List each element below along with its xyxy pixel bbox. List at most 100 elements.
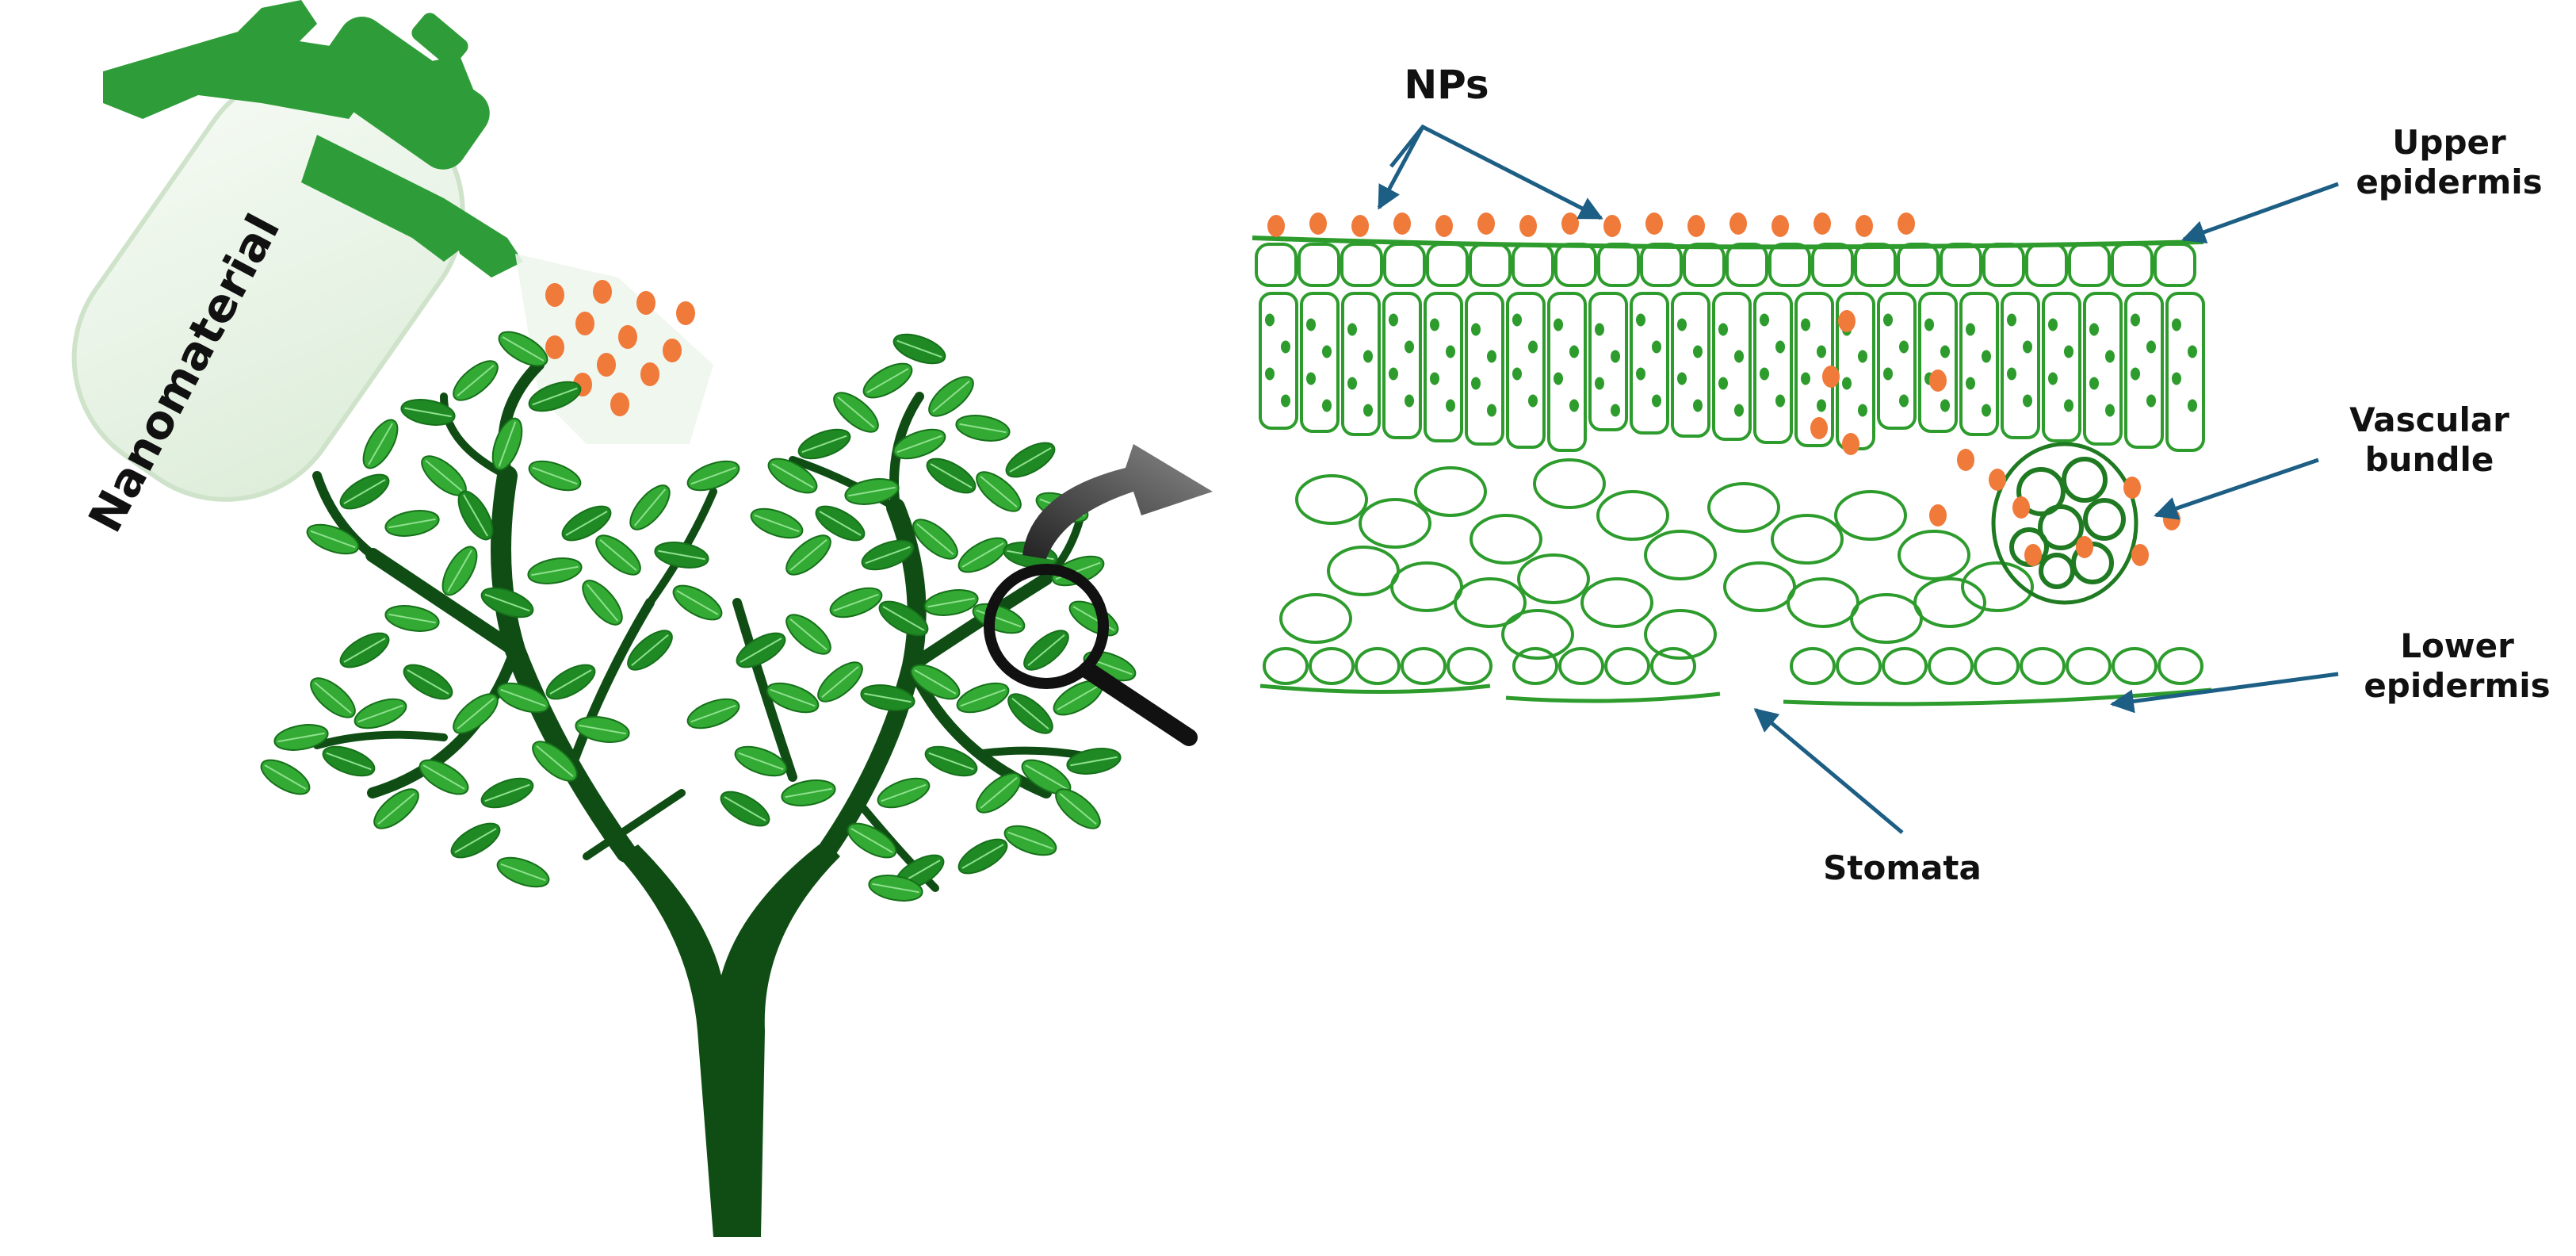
leaf [686,698,740,729]
curved-arrow-icon [1022,444,1213,559]
epidermis-cell [1940,243,1982,287]
chloroplast [1471,323,1481,336]
palisade-cell [1918,292,1958,433]
leaf [926,458,977,494]
leaf [450,822,501,859]
chloroplast [1430,318,1439,331]
chloroplast [1760,367,1769,381]
epidermis-cell [2111,243,2154,287]
epidermis-cell [1597,243,1640,287]
palisade-cell [1630,292,1669,435]
pointer-arrows [1377,124,2339,834]
chloroplast [1817,399,1826,412]
spongy-cell [1723,561,1796,612]
spongy-cell [1707,482,1780,533]
leaf [354,698,407,729]
nanoparticle [1929,370,1947,392]
spongy-cell [1898,530,1970,580]
palisade-cell [2042,292,2081,442]
leaf [373,788,419,829]
nanoparticle [1822,366,1840,388]
leaf [910,664,961,700]
leaf [976,471,1022,512]
epidermis-cell [1640,243,1683,287]
leaf [453,693,499,734]
leaf [672,584,723,621]
leaf [767,458,818,494]
nanoparticle [1856,215,1873,237]
leaf [1055,788,1101,829]
chloroplast [1512,313,1522,327]
chloroplast [1363,404,1373,417]
chloroplast [2105,350,2115,363]
spongy-cell [1414,466,1487,517]
upper-epidermis-arrow [2181,182,2339,243]
chloroplast [1801,318,1810,331]
chloroplast [2064,399,2073,412]
palisade-cell [1465,292,1504,446]
chloroplast [2007,367,2016,381]
epidermis-cell [2025,243,2068,287]
spongy-cell [1771,514,1844,565]
leaf [829,587,883,618]
nanoparticle [1989,469,2006,491]
leaf [496,682,550,714]
palisade-cell [1671,292,1710,438]
chloroplast [2048,372,2058,385]
lower-epidermis-cell [1650,647,1696,685]
chloroplast [1487,350,1496,363]
palisade-cell [1588,292,1628,431]
epidermis-cell [1554,243,1597,287]
epidermis-cell [1340,243,1383,287]
leaf [912,519,958,560]
leaf [892,333,946,365]
epidermis-cell [1854,243,1897,287]
leaf [273,724,329,751]
chloroplast [1940,345,1950,358]
chloroplast [1718,323,1728,336]
leaf [766,682,820,714]
spongy-cell [1787,577,1859,628]
leaf [528,460,582,492]
chloroplast [1652,340,1661,354]
palisade-cell [1547,292,1587,452]
lower-epidermis-cell [2020,647,2066,685]
nanoparticle [1561,213,1579,235]
chloroplast [1693,345,1703,358]
lower-epidermis-cell [2066,647,2112,685]
chloroplast [1677,318,1687,331]
lower-epidermis-cell [1882,647,1928,685]
lower-epidermis-cell [1447,647,1492,685]
spongy-cell [1644,530,1717,580]
lower-epidermis-cell [2157,647,2203,685]
leaf [797,428,851,460]
lower-epidermis-cell [1604,647,1650,685]
chloroplast [1554,372,1563,385]
epidermis-cell [1298,243,1340,287]
spongy-cell [1390,561,1463,612]
chloroplast [1528,394,1538,408]
epidermis-cell [2154,243,2196,287]
nps-arrow-bracket [1389,124,1603,220]
chloroplast [1734,404,1744,417]
leaf [575,716,630,743]
nps-label: NPs [1404,62,1489,108]
chloroplast [1281,340,1290,354]
leaf [956,682,1010,714]
nanoparticle [1898,213,1915,235]
lower-epidermis-cell [1309,647,1355,685]
stomata-label: Stomata [1823,848,1982,887]
epidermis-cell [1426,243,1469,287]
chloroplast [1611,350,1620,363]
leaf [785,534,831,576]
palisade-layer [1259,292,2205,452]
nanoparticle [1603,215,1621,237]
leaf [686,460,740,492]
leaf [306,523,360,555]
lower-epidermis-cell [2112,647,2157,685]
spongy-cell [1913,577,1986,628]
leaf [322,745,376,777]
lower-epidermis-label: Lower epidermis [2346,626,2568,705]
spongy-cell [1279,593,1352,644]
chloroplast [2131,367,2140,381]
